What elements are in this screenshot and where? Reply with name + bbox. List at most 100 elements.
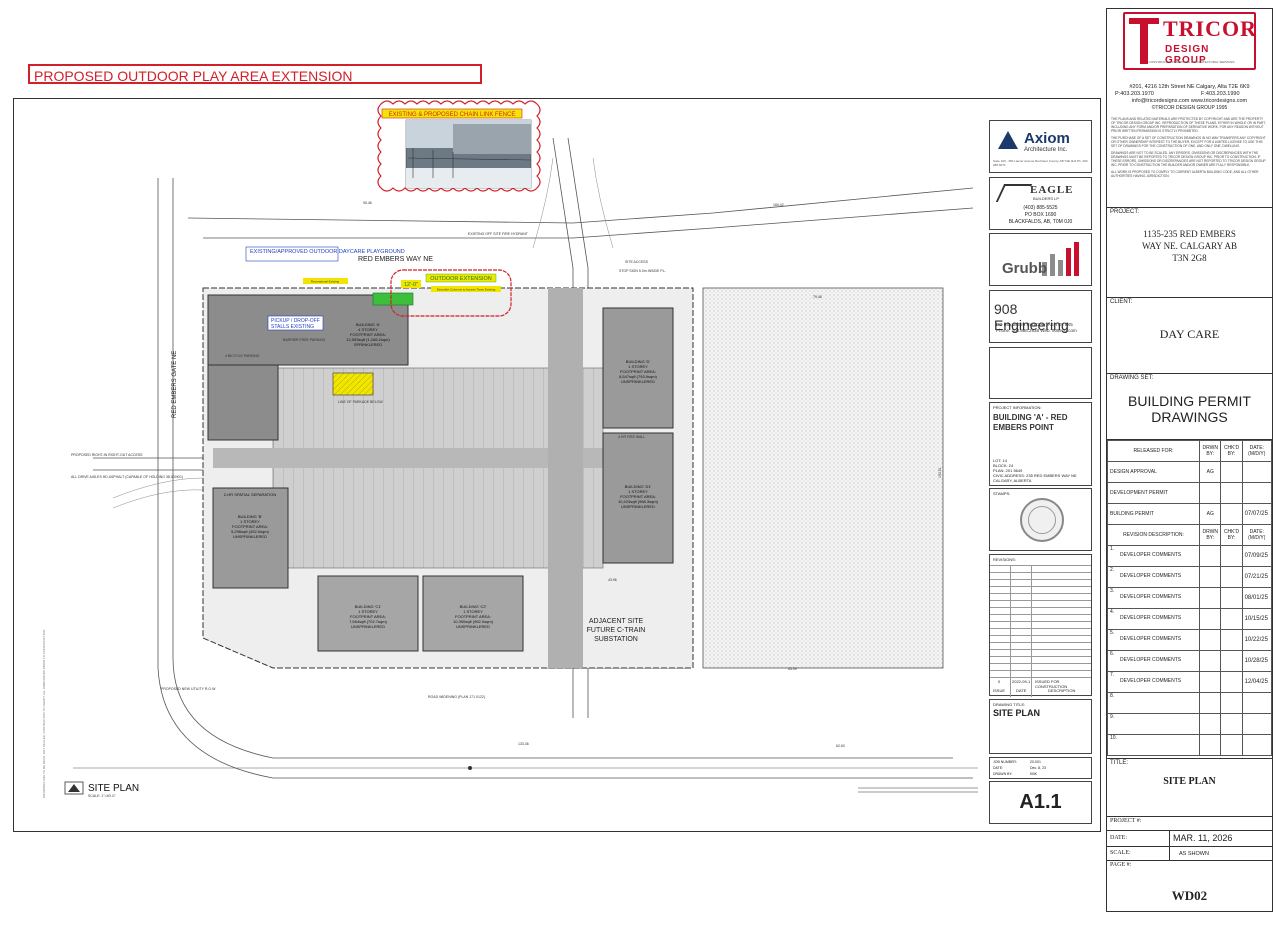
dim-top-2: 169.42 [773, 203, 784, 207]
revision-header-row: REVISION DESCRIPTION: DRWN BY: CHK'D BY:… [1107, 524, 1273, 546]
project-info-plan: PLAN: 201 5649 [993, 468, 1023, 473]
extension-note: Demolish Columns to Access Trees Existin… [437, 288, 496, 292]
revision-description: DEVELOPER COMMENTS [1120, 573, 1182, 579]
eagle-city: BLACKFALDS, AB, T0M 0J0 [1008, 219, 1073, 225]
adjacent-site-label-1: ADJACENT SITE [589, 618, 644, 625]
tricor-tagline: CONSTRUCTION DRAWINGS & ARCHITECTURAL SE… [1148, 60, 1235, 64]
pickup-dropoff-label-1: PICKUP / DROP-OFF [271, 318, 320, 324]
tricor-logo-box: TRICOR DESIGN GROUP CONSTRUCTION DRAWING… [1123, 12, 1256, 70]
extension-note-left: Recreational Existing [311, 280, 340, 284]
extension-revision-cloud [390, 269, 512, 317]
revisions-grid [990, 565, 1091, 679]
revision-date: 10/28/25 [1241, 650, 1273, 672]
sheet-number-box: A1.1 [989, 781, 1092, 824]
extension-note-left-box [303, 278, 348, 284]
revision-date: 2022-09-1 [1012, 679, 1031, 684]
revision-number: 5. [1110, 630, 1115, 636]
revision-date [1241, 734, 1273, 756]
building-d1-label-4: 10,423sqft (968.3sqm) [618, 499, 659, 504]
extension-dimension-box [401, 280, 421, 288]
building-a-wing [207, 364, 279, 441]
axiom-logo-icon [998, 131, 1018, 149]
legal-note-3: DRAWINGS ARE NOT TO BE SCALED. ANY ERROR… [1111, 151, 1266, 167]
building-c1-label-1: BUILDING 'C1' [355, 604, 382, 609]
building-b-label-2: BUILDING 'B' [238, 514, 262, 519]
existing-playground-label: EXISTING/APPROVED OUTDOOR DAYCARE PLAYGR… [250, 249, 405, 255]
revision-header-description: DESCRIPTION [1048, 688, 1076, 693]
engineering-name: 908 Engineering [994, 301, 1069, 333]
building-b [212, 487, 289, 589]
tricor-email: info@tricordesigns.com www.tricordesigns… [1131, 98, 1248, 104]
left-disclaimer-text: DRAWINGS ARE TO BE READ, NOT SCALED. CON… [42, 629, 46, 798]
client-label: CLIENT: [1110, 299, 1133, 305]
project-info-civic: CIVIC ADDRESS: 235 RED EMBERS WAY NE [993, 473, 1077, 478]
design-approval: DESIGN APPROVAL [1107, 461, 1200, 483]
proposed-right-in-label: PROPOSED RIGHT-IN RIGHT-OUT ACCESS [71, 453, 143, 457]
revision-date: 08/01/25 [1241, 587, 1273, 609]
revision-row: 8. [1107, 692, 1273, 714]
revision-number: 8. [1110, 693, 1115, 699]
engineer-stamp-inner-icon [1028, 506, 1056, 534]
revisions-grid-cols [1010, 565, 1032, 697]
east-lot-hatch [702, 287, 944, 669]
stop-sign-label: STOP SIGN 5.0m INSIDE P.L. [619, 269, 666, 273]
building-d [602, 307, 674, 429]
revision-date: 12/04/25 [1241, 671, 1273, 693]
dimension-labels: 95.46 169.42 79.46 63.09 133.36 62.63 43… [363, 201, 942, 748]
revision-chkd-by-header: CHK'D BY: [1220, 524, 1243, 546]
outdoor-extension-area [372, 292, 414, 306]
photo-caption-box [381, 108, 523, 119]
job-number-label: JOB NUMBER: [993, 760, 1017, 764]
project-info-lot: LOT: 14 [993, 458, 1008, 463]
site-plan-scale: SCALE: 1"=40'-0" [88, 794, 116, 798]
curb-lines [112, 157, 614, 509]
building-d-label-1: BUILDING 'D' [626, 359, 651, 364]
eagle-logo-box: EAGLE BUILDERS LP (403) 885-5525 PO BOX … [989, 177, 1092, 230]
building-c2 [422, 575, 524, 652]
tb-scale-value: AS SHOWN [1179, 851, 1209, 857]
dim-right-1: 79.46 [813, 295, 822, 299]
project-number-row: PROJECT #: [1107, 816, 1272, 830]
street-label-top: RED EMBERS WAY NE [358, 256, 433, 263]
release-row: DESIGN APPROVAL AG [1107, 461, 1273, 483]
design-approval-by: AG [1198, 461, 1222, 483]
bicycle-parking-label: 4 BICYCLE PARKING [225, 354, 260, 358]
line-of-parkade-label: LINE OF PARKADE BELOW [338, 400, 383, 404]
eagle-logo-icon [995, 184, 1033, 202]
revision-date: 07/21/25 [1241, 566, 1273, 588]
axiom-name: Axiom [1024, 130, 1070, 147]
project-line-1: 1135-235 RED EMBERS [1143, 229, 1236, 239]
building-a-label-2: 4 STOREY [358, 327, 378, 332]
release-row: DEVELOPMENT PERMIT [1107, 482, 1273, 504]
drawn-by: KBK [1030, 772, 1038, 776]
extension-note-box [431, 286, 501, 292]
revision-description: DEVELOPER COMMENTS [1120, 615, 1182, 621]
release-grid: RELEASED FOR: DRWN BY: CHK'D BY: DATE: (… [1107, 440, 1273, 756]
adjacent-site-label-3: SUBSTATION [594, 636, 638, 643]
drawing-set-line-1: BUILDING PERMIT [1128, 393, 1251, 409]
client-section: CLIENT: DAY CARE [1107, 297, 1272, 373]
building-c1 [317, 575, 419, 652]
building-d1-label-2: 1 STOREY [628, 489, 648, 494]
project-info-heading: PROJECT INFORMATION: [993, 405, 1042, 410]
fire-wall-label: 4 HR FIRE WALL [618, 435, 645, 439]
project-section: PROJECT: 1135-235 RED EMBERS WAY NE. CAL… [1107, 207, 1272, 297]
legal-note-2: THE PURCHASE OF A SET OF CONSTRUCTION DR… [1111, 136, 1266, 148]
project-label: PROJECT: [1110, 209, 1140, 215]
dim-bottom-2: 62.63 [836, 744, 845, 748]
revision-date: 10/15/25 [1241, 608, 1273, 630]
drawing-title-label: DRAWING TITLE: [993, 702, 1026, 707]
page-number: WD02 [1171, 888, 1208, 903]
drive-aisle-east [548, 288, 583, 668]
revisions-box: REVISIONS: 0 2022-09-1 ISSUED FOR CONSTR… [989, 554, 1092, 697]
axiom-logo-box: Axiom Architecture Inc. Suite 100 - 350 … [989, 120, 1092, 173]
blank-logo-box [989, 347, 1092, 399]
project-info-name: BUILDING 'A' - RED EMBERS POINT [993, 413, 1068, 432]
fence-photo-fence [407, 148, 532, 178]
building-a-label-3: FOOTPRINT AREA: [350, 332, 386, 337]
client-name: DAY CARE [1159, 327, 1220, 341]
drawing-sheet-frame [13, 98, 1101, 832]
tricor-phone: P:403.203.1970 [1115, 91, 1154, 97]
